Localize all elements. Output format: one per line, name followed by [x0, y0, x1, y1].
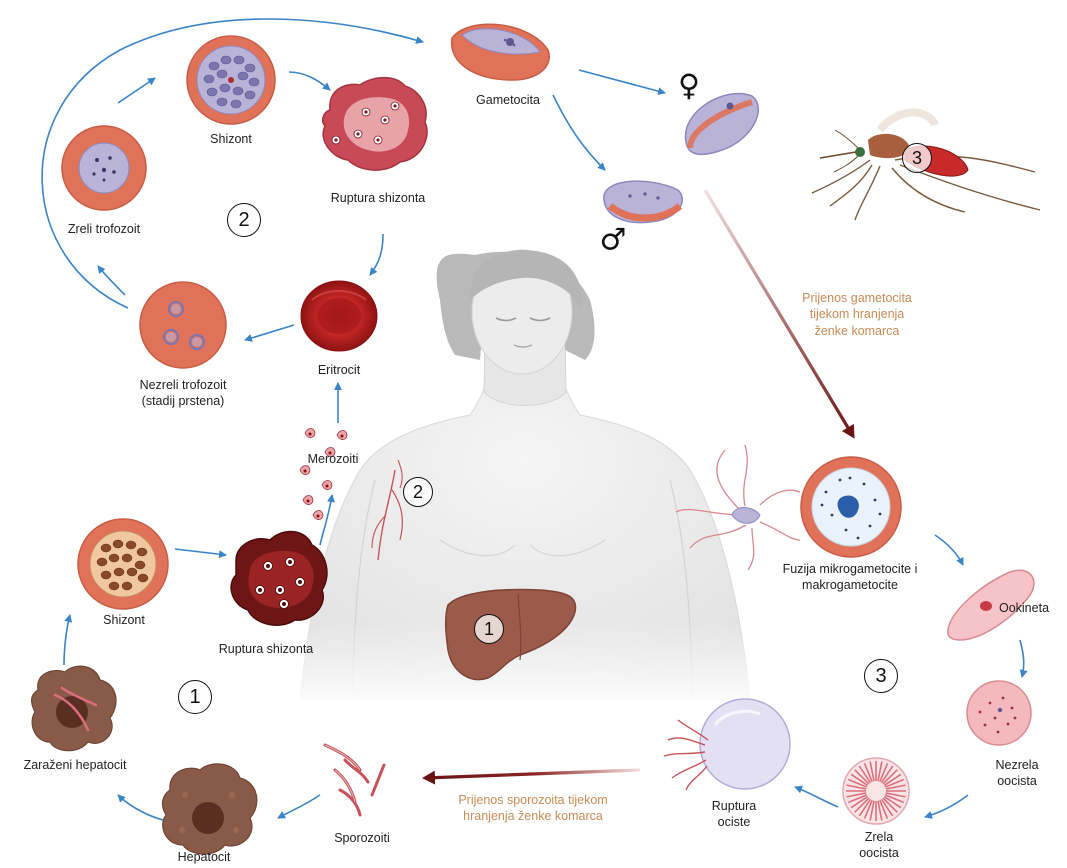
label-infected-hepatocyte: Zaraženi hepatocit: [24, 757, 127, 773]
hepatocyte-icon: [163, 764, 257, 854]
merozoite-icon: [300, 429, 347, 520]
infected-hepatocyte-icon: [32, 666, 116, 750]
stage-marker-arm: 2: [403, 477, 433, 507]
label-immature-oocyst-line2: oocista: [995, 773, 1038, 789]
female-symbol: ♀: [678, 69, 700, 104]
label-gamete-fusion-line1: Fuzija mikrogametocite i: [783, 561, 918, 577]
label-ring-stage-line1: Nezreli trofozoit: [140, 377, 227, 393]
label-sporozoite-transmission-line1: Prijenos sporozoita tijekom: [458, 792, 607, 808]
male-symbol: ♂: [600, 223, 627, 258]
label-gametocyte-transmission-line3: ženke komarca: [802, 323, 912, 339]
label-gametocyte-transmission: Prijenos gametocita tijekom hranjenja že…: [802, 290, 912, 339]
label-erythrocyte: Eritrocit: [318, 362, 360, 378]
schizont-bottom-icon: [78, 519, 168, 609]
label-ookinete: Ookineta: [999, 600, 1049, 616]
label-sporozoite-transmission: Prijenos sporozoita tijekom hranjenja že…: [458, 792, 607, 825]
label-ring-stage: Nezreli trofozoit (stadij prstena): [140, 377, 227, 410]
label-immature-oocyst-line1: Nezrela: [995, 757, 1038, 773]
mature-trophozoite-icon: [62, 126, 146, 210]
stage-number-mosquito: 3: [864, 659, 898, 693]
gametocyte-icon: [452, 24, 550, 80]
ruptured-oocyst-icon: [664, 699, 790, 790]
label-ruptured-oocyst-line1: Ruptura: [712, 798, 756, 814]
schizont-top-icon: [187, 36, 275, 124]
label-ring-stage-line2: (stadij prstena): [140, 393, 227, 409]
label-gamete-fusion-line2: makrogametocite: [783, 577, 918, 593]
label-gamete-fusion: Fuzija mikrogametocite i makrogametocite: [783, 561, 918, 594]
immature-oocyst-icon: [967, 681, 1031, 745]
label-gametocyte-transmission-line2: tijekom hranjenja: [802, 306, 912, 322]
stage-number-blood: 2: [227, 203, 261, 237]
label-immature-oocyst: Nezrela oocista: [995, 757, 1038, 790]
label-sporozoites: Sporozoiti: [334, 830, 390, 846]
label-mature-oocyst: Zrela oocista: [859, 829, 899, 862]
label-schizont-bottom: Shizont: [103, 612, 145, 628]
red-blood-cell-icon: [301, 281, 377, 351]
label-mature-oocyst-line2: oocista: [859, 845, 899, 861]
label-merozoites: Merozoiti: [308, 451, 359, 467]
stage-number-liver: 1: [178, 680, 212, 714]
label-ruptured-schizont-top: Ruptura shizonta: [331, 190, 426, 206]
stage-marker-liver: 1: [474, 614, 504, 644]
ruptured-schizont-bottom-icon: [231, 532, 327, 626]
label-gametocyte-transmission-line1: Prijenos gametocita: [802, 290, 912, 306]
ruptured-schizont-top-icon: [323, 78, 427, 170]
label-gametocyte: Gametocita: [476, 92, 540, 108]
label-ruptured-oocyst-line2: ociste: [712, 814, 756, 830]
label-mature-oocyst-line1: Zrela: [859, 829, 899, 845]
label-schizont-top: Shizont: [210, 131, 252, 147]
stage-marker-mosquito: 3: [902, 143, 932, 173]
label-ruptured-oocyst: Ruptura ociste: [712, 798, 756, 831]
male-gametocyte-icon: [604, 181, 683, 222]
sporozoite-icon: [325, 745, 384, 815]
mature-oocyst-icon: [843, 758, 909, 824]
label-mature-trophozoite: Zreli trofozoit: [68, 221, 140, 237]
label-ruptured-schizont-bottom: Ruptura shizonta: [219, 641, 314, 657]
ring-stage-trophozoite-icon: [140, 282, 226, 368]
label-sporozoite-transmission-line2: hranjenja ženke komarca: [458, 808, 607, 824]
label-hepatocyte: Hepatocit: [178, 849, 231, 865]
